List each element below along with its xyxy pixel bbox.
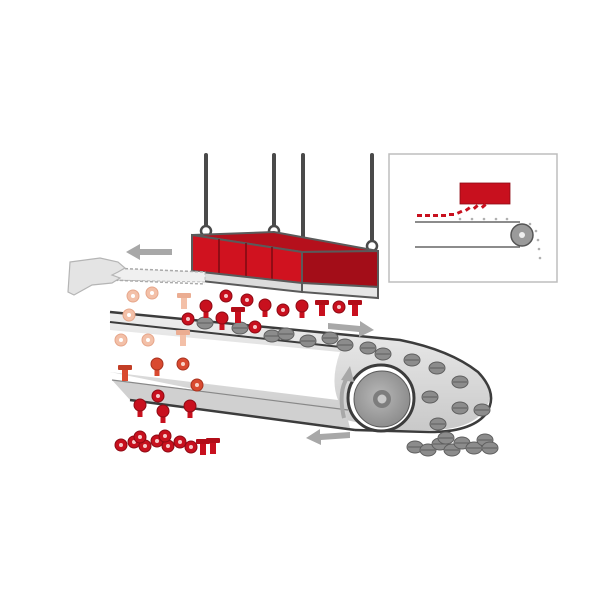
side-view-inset <box>388 153 558 283</box>
rotation-arrow-icon <box>339 366 354 419</box>
inset-ferrous-particles <box>417 203 487 217</box>
inset-magnet <box>459 182 511 205</box>
operator-hand <box>67 257 127 296</box>
self-cleaning-belt <box>109 267 206 285</box>
arrow-left-return-icon <box>306 429 350 445</box>
suspension-cables <box>204 153 374 247</box>
inset-nonferrous-particles <box>458 217 542 260</box>
arrow-left-icon <box>126 244 172 260</box>
non-ferrous-discharge-pile <box>406 431 499 457</box>
separated-ferrous-pile <box>114 429 220 455</box>
head-pulley <box>346 363 416 433</box>
overband-magnet <box>191 230 379 300</box>
arrow-right-icon <box>328 321 374 337</box>
